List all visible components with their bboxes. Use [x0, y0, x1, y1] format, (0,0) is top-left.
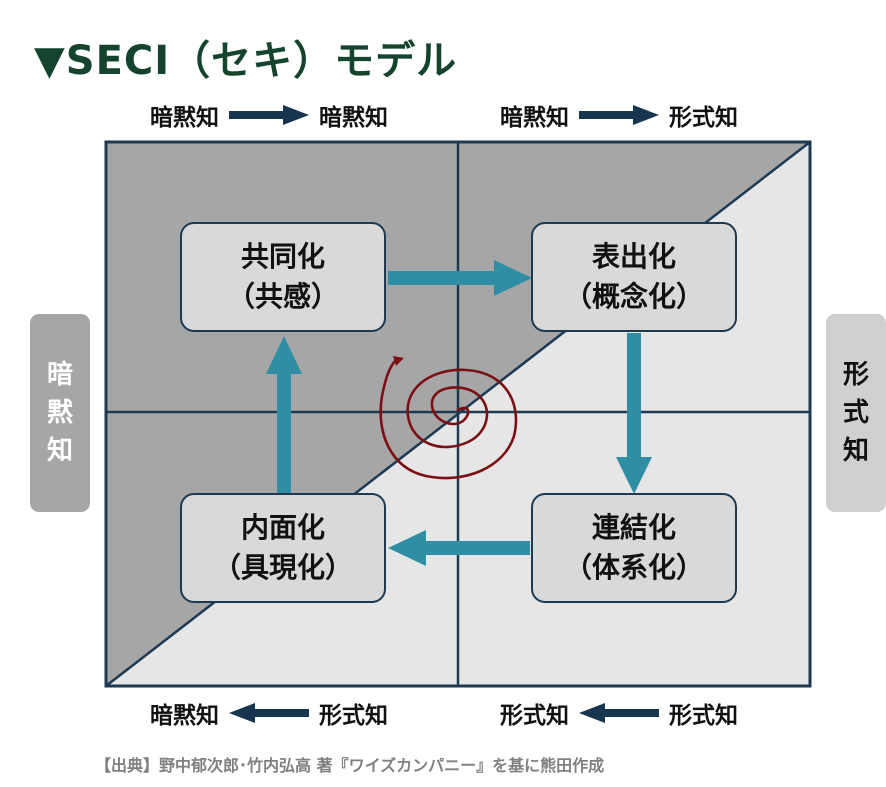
box-externalization-sub: （概念化） [563, 280, 704, 313]
side-label-left: 暗 黙 知 [30, 314, 90, 512]
spiral-arrowhead [393, 356, 404, 366]
box-internalization: 内面化 （具現化） [180, 493, 386, 603]
top-flow-right-to: 形式知 [669, 105, 738, 131]
side-label-left-char: 知 [46, 436, 73, 466]
box-socialization: 共同化 （共感） [180, 222, 386, 332]
box-internalization-name: 内面化 [240, 511, 325, 544]
box-externalization-name: 表出化 [591, 240, 676, 273]
top-flow-right-from: 暗黙知 [500, 105, 569, 131]
box-internalization-sub: （具現化） [212, 551, 353, 584]
box-combination-sub: （体系化） [563, 551, 704, 584]
process-arrows [266, 260, 652, 566]
top-flow-left-to: 暗黙知 [319, 105, 388, 131]
bottom-flow-left: 暗黙知 形式知 [150, 696, 388, 730]
left-arrow-icon [229, 703, 309, 723]
source-citation: 【出典】野中郁次郎･竹内弘高 著『ワイズカンパニー』を基に熊田作成 [95, 756, 605, 775]
box-socialization-name: 共同化 [240, 240, 325, 273]
bottom-flow-left-to: 暗黙知 [150, 703, 219, 729]
side-label-right: 形 式 知 [826, 314, 886, 512]
top-flow-left: 暗黙知 暗黙知 [150, 98, 388, 132]
side-label-left-char: 黙 [46, 398, 73, 428]
box-combination-name: 連結化 [591, 511, 676, 544]
box-combination: 連結化 （体系化） [531, 493, 737, 603]
arrow-combination-to-internalization [388, 530, 530, 566]
page-title: ▼SECI（セキ）モデル [34, 38, 458, 84]
side-label-right-char: 式 [842, 398, 869, 428]
knowledge-spiral [379, 358, 518, 480]
top-flow-left-from: 暗黙知 [150, 105, 219, 131]
side-label-left-char: 暗 [46, 360, 73, 390]
bottom-flow-right-to: 形式知 [500, 703, 569, 729]
bottom-flow-right-from: 形式知 [669, 703, 738, 729]
right-arrow-icon [229, 105, 309, 125]
arrow-internalization-to-socialization [266, 336, 302, 494]
box-socialization-sub: （共感） [226, 280, 339, 313]
arrow-externalization-to-combination [616, 333, 652, 494]
side-label-right-char: 知 [842, 436, 869, 466]
bottom-flow-right: 形式知 形式知 [500, 696, 738, 730]
right-arrow-icon [579, 105, 659, 125]
top-flow-right: 暗黙知 形式知 [500, 98, 738, 132]
arrow-socialization-to-externalization [388, 260, 532, 296]
box-externalization: 表出化 （概念化） [531, 222, 737, 332]
side-label-right-char: 形 [842, 360, 869, 390]
left-arrow-icon [579, 703, 659, 723]
bottom-flow-left-from: 形式知 [319, 703, 388, 729]
